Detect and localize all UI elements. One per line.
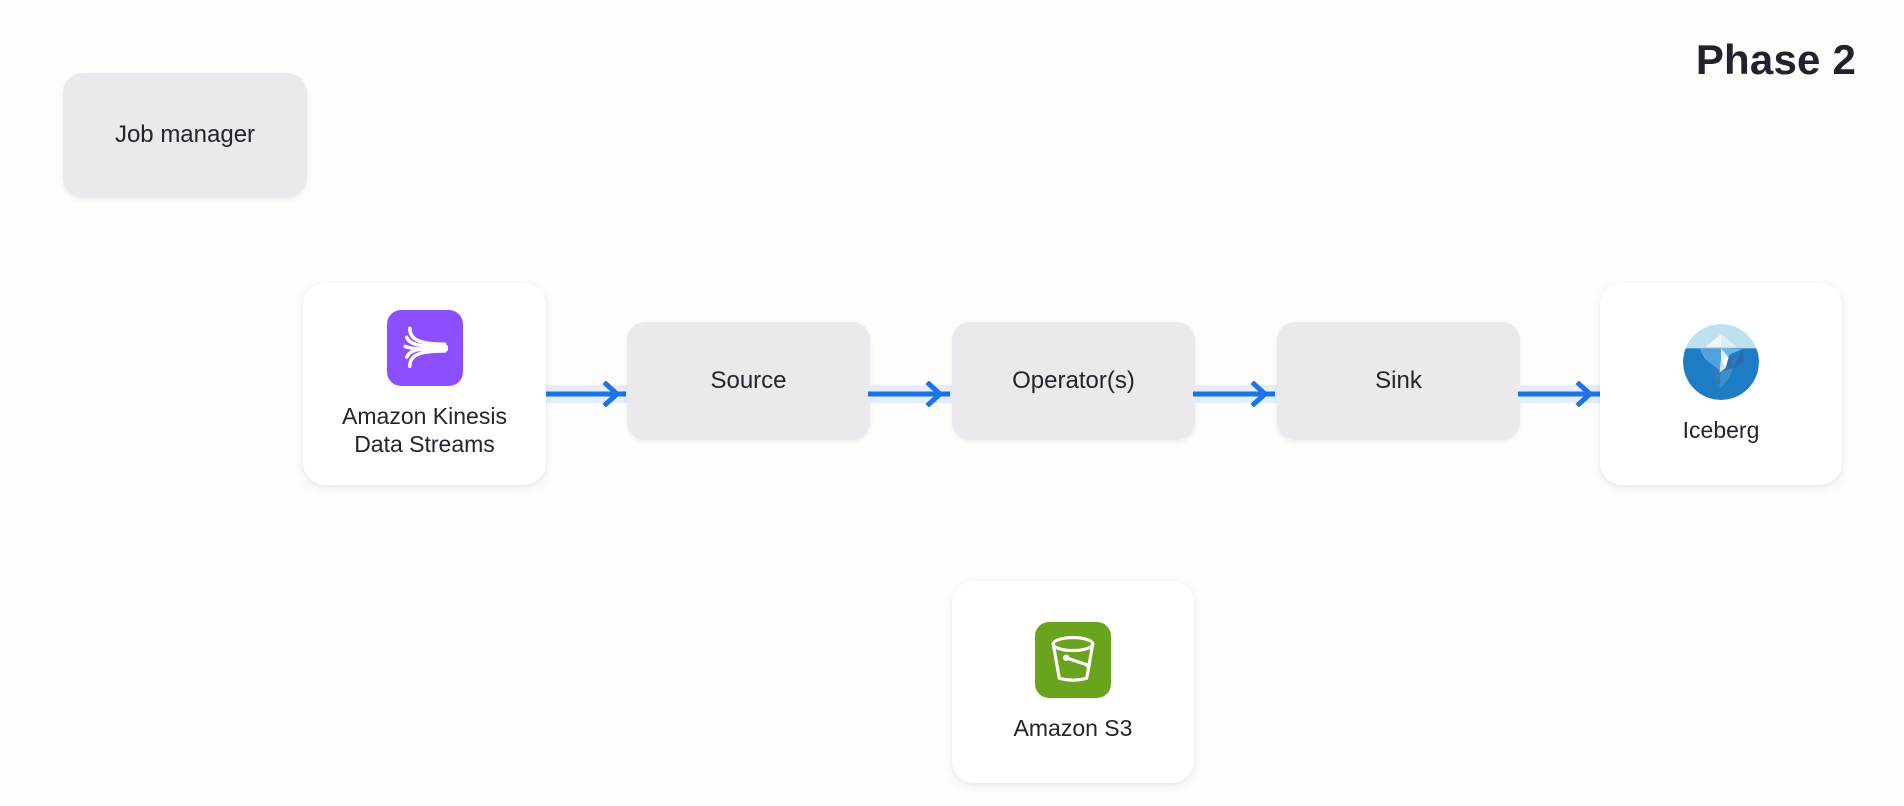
- connector-source-to-operator: [868, 381, 954, 407]
- service-card-amazon-kinesis-data-streams[interactable]: Amazon Kinesis Data Streams: [303, 283, 546, 485]
- node-job-manager-label: Job manager: [114, 121, 256, 149]
- connector-sink-to-iceberg: [1518, 381, 1604, 407]
- node-operator-label: Operator(s): [1012, 366, 1135, 394]
- connector-operator-to-sink: [1193, 381, 1279, 407]
- node-sink[interactable]: Sink: [1277, 322, 1520, 440]
- page-title: Phase 2: [1695, 36, 1856, 83]
- node-operator[interactable]: Operator(s): [952, 322, 1195, 440]
- service-card-amazon-s3-label: Amazon S3: [1013, 714, 1133, 741]
- apache-iceberg-icon: [1683, 323, 1759, 400]
- service-card-iceberg-label: Iceberg: [1682, 416, 1760, 443]
- node-source-label: Source: [710, 366, 787, 394]
- node-source[interactable]: Source: [627, 322, 870, 440]
- service-card-iceberg[interactable]: Iceberg: [1600, 283, 1842, 485]
- node-sink-label: Sink: [1375, 366, 1422, 394]
- amazon-s3-bucket-icon: [1035, 621, 1111, 698]
- amazon-kinesis-data-streams-icon: [386, 309, 463, 386]
- service-card-amazon-kinesis-data-streams-label: Amazon Kinesis Data Streams: [342, 402, 507, 457]
- service-card-amazon-s3[interactable]: Amazon S3: [952, 581, 1194, 783]
- node-job-manager[interactable]: Job manager: [63, 73, 307, 198]
- connector-kinesis-to-source: [546, 381, 630, 407]
